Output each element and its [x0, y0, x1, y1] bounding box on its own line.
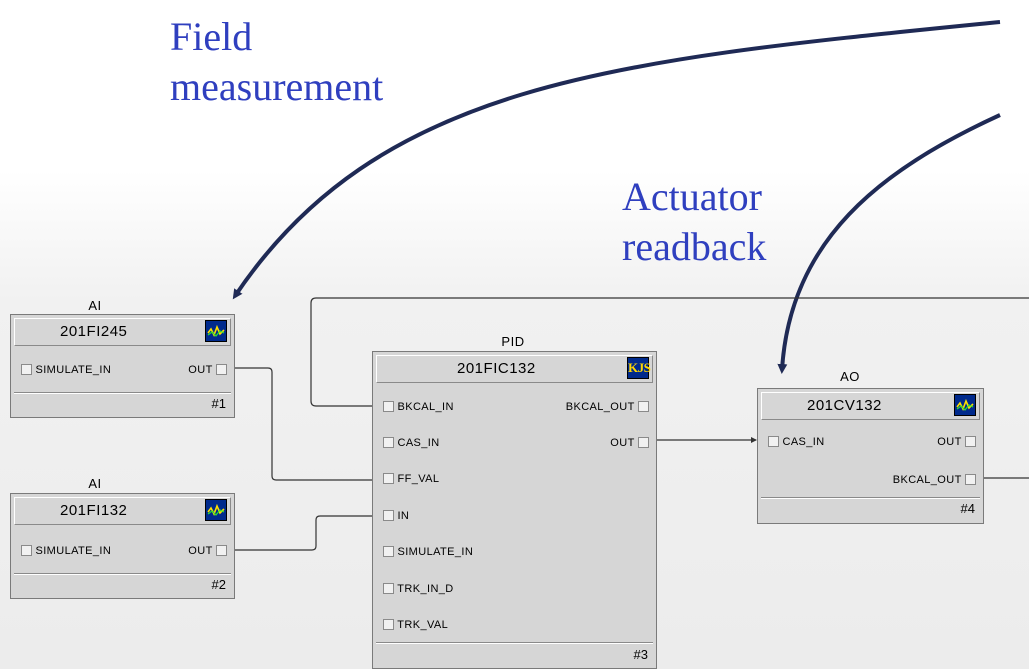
block-title: 201FI132 [14, 497, 231, 525]
wire-ao-bkcal-out-to-pid-bkcal-in [310, 297, 1029, 409]
output-port-bkcal-out[interactable]: BKCAL_OUT [566, 398, 649, 416]
input-port-bkcal-in[interactable]: BKCAL_IN [383, 398, 454, 416]
input-port-in[interactable]: IN [383, 507, 409, 525]
ai-block-201fi245[interactable]: 201FI245 SIMULATE_IN OUT #1 [10, 314, 235, 418]
input-port-cas-in[interactable]: CAS_IN [383, 434, 440, 452]
annotation-line: readback [622, 224, 767, 269]
trend-icon [954, 394, 976, 416]
block-number: #2 [211, 577, 226, 592]
port-checkbox[interactable] [768, 436, 779, 447]
port-label: TRK_IN_D [397, 583, 454, 595]
annotation-line: Field [170, 14, 253, 59]
output-port-out[interactable]: OUT [610, 434, 649, 452]
block-number: #1 [211, 396, 226, 411]
port-label: OUT [937, 436, 962, 448]
kjs-icon: KJS [627, 357, 651, 379]
port-label: BKCAL_OUT [892, 474, 962, 486]
ai-block-201fi132[interactable]: 201FI132 SIMULATE_IN OUT #2 [10, 493, 235, 599]
port-checkbox[interactable] [383, 437, 394, 448]
block-type-label: AO [840, 369, 860, 384]
port-label: IN [397, 510, 410, 522]
annotation-field-measurement: Field measurement [170, 12, 383, 112]
block-divider [14, 392, 231, 394]
annotation-line: measurement [170, 64, 384, 109]
trend-icon [205, 320, 227, 342]
actuator-readback-arrow [777, 113, 1001, 374]
input-port-trk-val[interactable]: TRK_VAL [383, 616, 448, 634]
pid-block-201fic132[interactable]: 201FIC132 KJS BKCAL_IN BKCAL_OUT CAS_IN … [372, 351, 657, 669]
block-type-label: PID [501, 334, 525, 349]
block-divider [761, 497, 980, 499]
block-tag: 201FI245 [60, 323, 128, 340]
block-title: 201CV132 [761, 392, 980, 420]
block-tag: 201FI132 [60, 502, 128, 519]
input-port-cas-in[interactable]: CAS_IN [768, 433, 825, 451]
block-divider [14, 573, 231, 575]
block-type-label: AI [88, 476, 102, 491]
port-label: FF_VAL [397, 473, 440, 485]
port-checkbox[interactable] [965, 436, 976, 447]
input-port[interactable]: SIMULATE_IN [21, 361, 111, 379]
wire-ai2-out-to-in [231, 513, 379, 551]
port-label: OUT [610, 437, 635, 449]
port-label: OUT [188, 545, 213, 557]
port-checkbox[interactable] [383, 619, 394, 630]
input-port[interactable]: SIMULATE_IN [21, 542, 111, 560]
block-number: #4 [960, 501, 975, 516]
port-checkbox[interactable] [383, 401, 394, 412]
port-checkbox[interactable] [383, 473, 394, 484]
port-checkbox[interactable] [383, 546, 394, 557]
annotation-actuator-readback: Actuator readback [622, 172, 766, 272]
input-port-trk-in-d[interactable]: TRK_IN_D [383, 580, 454, 598]
port-label: BKCAL_OUT [565, 401, 635, 413]
trend-icon [205, 499, 227, 521]
port-checkbox[interactable] [383, 510, 394, 521]
wire-ai1-out-to-ff-val [231, 367, 379, 483]
block-title: 201FI245 [14, 318, 231, 346]
port-checkbox[interactable] [638, 437, 649, 448]
port-checkbox[interactable] [638, 401, 649, 412]
port-label: OUT [188, 364, 213, 376]
output-port-bkcal-out[interactable]: BKCAL_OUT [893, 471, 976, 489]
block-tag: 201CV132 [807, 397, 882, 414]
block-type-label: AI [88, 298, 102, 313]
port-label: CAS_IN [782, 436, 825, 448]
port-checkbox[interactable] [965, 474, 976, 485]
port-label: SIMULATE_IN [35, 364, 112, 376]
port-label: TRK_VAL [397, 619, 449, 631]
port-checkbox[interactable] [21, 545, 32, 556]
port-label: CAS_IN [397, 437, 440, 449]
annotation-line: Actuator [622, 174, 762, 219]
port-checkbox[interactable] [383, 583, 394, 594]
input-port-ff-val[interactable]: FF_VAL [383, 470, 439, 488]
port-label: BKCAL_IN [397, 401, 454, 413]
output-port[interactable]: OUT [188, 542, 227, 560]
ao-block-201cv132[interactable]: 201CV132 CAS_IN OUT BKCAL_OUT #4 [757, 388, 984, 524]
field-measurement-arrow [232, 20, 1001, 300]
output-port-out[interactable]: OUT [937, 433, 976, 451]
port-label: SIMULATE_IN [35, 545, 112, 557]
port-checkbox[interactable] [216, 545, 227, 556]
block-tag: 201FIC132 [457, 360, 536, 377]
block-number: #3 [633, 647, 648, 662]
port-checkbox[interactable] [216, 364, 227, 375]
input-port-simulate-in[interactable]: SIMULATE_IN [383, 543, 473, 561]
block-title: 201FIC132 KJS [376, 355, 653, 383]
port-label: SIMULATE_IN [397, 546, 474, 558]
block-divider [376, 642, 653, 644]
output-port[interactable]: OUT [188, 361, 227, 379]
port-checkbox[interactable] [21, 364, 32, 375]
